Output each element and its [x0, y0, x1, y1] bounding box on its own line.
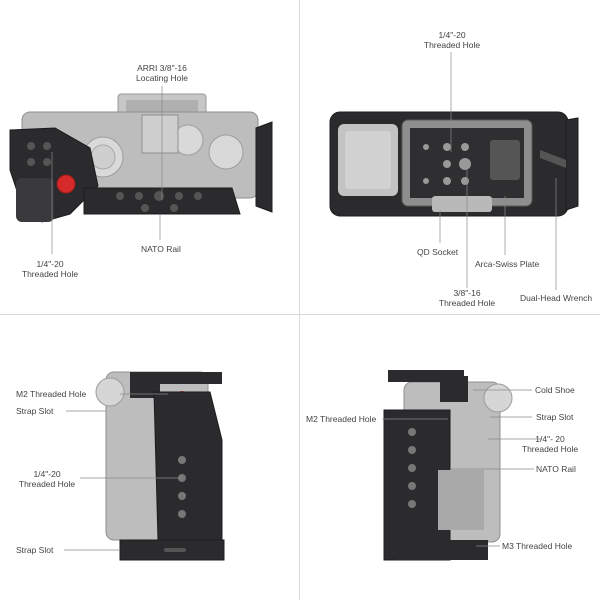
label-dual-head-wrench: Dual-Head Wrench — [520, 293, 593, 303]
label-arri-line1: ARRI 3/8"-16 — [137, 63, 187, 73]
label-strap-slot-br: Strap Slot — [536, 412, 574, 422]
label-nato-rail-br: NATO Rail — [536, 464, 576, 474]
label-qd-socket: QD Socket — [417, 247, 459, 257]
label-arca-swiss-plate: Arca-Swiss Plate — [475, 259, 540, 269]
label-38-line1: 3/8"-16 — [453, 288, 481, 298]
label-m2-threaded-hole-br: M2 Threaded Hole — [306, 414, 377, 424]
label-threaded-line2: Threaded Hole — [21, 269, 79, 279]
right-side-view-camera-cage — [383, 370, 513, 561]
label-38-line2: Threaded Hole — [438, 298, 496, 308]
vertical-divider — [299, 0, 300, 600]
label-threaded-line1: 1/4"- 20 — [535, 434, 565, 444]
label-threaded-line1: 1/4"-20 — [36, 259, 64, 269]
label-strap-slot-bl-bottom: Strap Slot — [16, 545, 54, 555]
top-view-camera-cage — [9, 93, 273, 223]
label-threaded-line1: 1/4"-20 — [33, 469, 61, 479]
label-threaded-line2: Threaded Hole — [18, 479, 76, 489]
bottom-view-camera-cage — [329, 111, 579, 217]
label-arri-locating-hole: ARRI 3/8"-16 Locating Hole — [120, 63, 204, 83]
label-m2-threaded-hole-bl: M2 Threaded Hole — [16, 389, 87, 399]
label-quarter-threaded-hole-tl: 1/4"-20 Threaded Hole — [12, 259, 88, 279]
leader-lines — [51, 52, 557, 551]
label-nato-rail-tl: NATO Rail — [141, 244, 181, 254]
label-strap-slot-bl-top: Strap Slot — [16, 406, 54, 416]
left-side-view-camera-cage — [95, 371, 225, 561]
label-cold-shoe: Cold Shoe — [535, 385, 575, 395]
horizontal-divider — [0, 314, 600, 315]
label-m3-threaded-hole: M3 Threaded Hole — [502, 541, 573, 551]
label-threaded-line2: Threaded Hole — [423, 40, 481, 50]
label-quarter-threaded-hole-bl: 1/4"-20 Threaded Hole — [14, 469, 80, 489]
label-quarter-threaded-hole-br: 1/4"- 20 Threaded Hole — [514, 434, 586, 454]
label-arri-line2: Locating Hole — [136, 73, 188, 83]
label-threaded-line2: Threaded Hole — [521, 444, 579, 454]
label-quarter-threaded-hole-tr: 1/4"-20 Threaded Hole — [414, 30, 490, 50]
label-threaded-line1: 1/4"-20 — [438, 30, 466, 40]
label-38-threaded-hole: 3/8"-16 Threaded Hole — [434, 288, 500, 308]
